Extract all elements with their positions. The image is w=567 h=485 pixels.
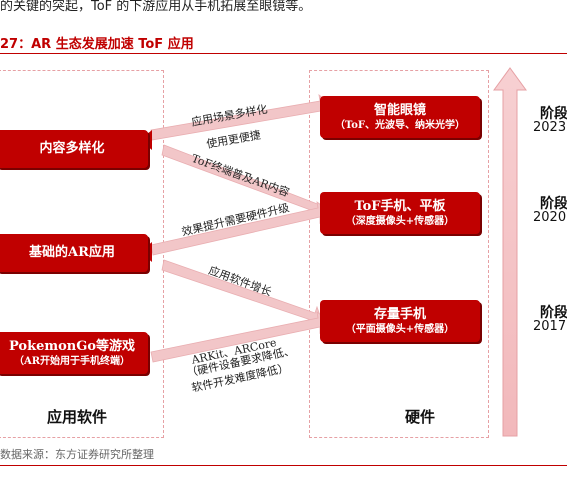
software-column xyxy=(0,70,164,438)
box-content-diversified: 内容多样化 xyxy=(0,130,148,168)
stage-year-2017: 2017 xyxy=(533,319,567,334)
box-stock-phone: 存量手机 （平面摄像头+传感器） xyxy=(320,300,480,342)
box-subtitle: （AR开始用于手机终端） xyxy=(13,355,131,367)
figure-title: 27：AR 生态发展加速 ToF 应用 xyxy=(0,37,194,52)
box-tof-phone: ToF手机、平板 （深度摄像头+传感器） xyxy=(320,192,480,234)
box-title: 内容多样化 xyxy=(39,141,105,156)
box-title: PokemonGo等游戏 xyxy=(8,338,136,354)
box-subtitle: （平面摄像头+传感器） xyxy=(345,323,455,335)
title-rule xyxy=(0,53,567,54)
stage-year-2020: 2020 xyxy=(533,210,567,225)
box-basic-ar-app: 基础的AR应用 xyxy=(0,234,148,272)
box-subtitle: （深度摄像头+传感器） xyxy=(345,215,455,227)
box-title: ToF手机、平板 xyxy=(354,198,446,214)
source-note: 数据来源：东方证券研究所整理 xyxy=(0,448,154,461)
box-pokemongo: PokemonGo等游戏 （AR开始用于手机终端） xyxy=(0,332,148,374)
stage-label-2017: 阶段 xyxy=(540,305,567,321)
hardware-column xyxy=(309,70,489,438)
stage-label-2023: 阶段 xyxy=(540,106,567,122)
arrow-stock-to-basic xyxy=(161,259,323,327)
box-subtitle: （ToF、光波导、纳米光学） xyxy=(334,119,466,131)
bottom-rule xyxy=(0,465,567,466)
box-smart-glasses: 智能眼镜 （ToF、光波导、纳米光学） xyxy=(320,96,480,138)
intro-text: 的关键的突起，ToF 的下游应用从手机拓展至眼镜等。 xyxy=(0,0,312,14)
box-title: 智能眼镜 xyxy=(373,102,426,118)
stage-label-2020: 阶段 xyxy=(540,196,567,212)
timeline-arrow xyxy=(493,67,527,437)
box-title: 存量手机 xyxy=(373,306,426,322)
software-column-label: 应用软件 xyxy=(47,408,108,426)
stage-year-2023: 2023 xyxy=(533,120,567,135)
box-title: 基础的AR应用 xyxy=(29,245,115,260)
hardware-column-label: 硬件 xyxy=(405,408,436,426)
